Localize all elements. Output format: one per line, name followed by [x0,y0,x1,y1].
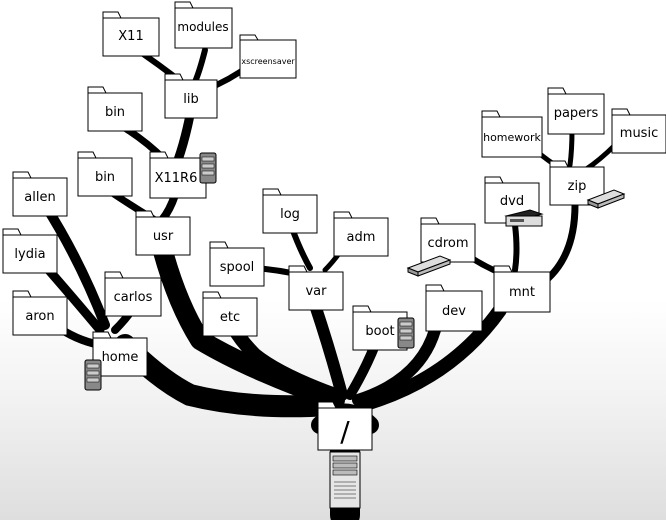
folder-usr[interactable]: usr [135,210,191,256]
folder-modules[interactable]: modules [174,1,233,49]
server-icon [329,451,361,509]
folder-label: boot [365,324,394,339]
folder-label: allen [24,190,55,205]
folder-lydia[interactable]: lydia [2,228,58,274]
folder-spool[interactable]: spool [209,241,265,287]
folder-label: usr [153,229,174,244]
branch-zip-papers [567,127,575,168]
folder-cdrom[interactable]: cdrom [420,217,476,263]
folder-xscreensaver[interactable]: xscreensaver [239,34,297,79]
folder-music[interactable]: music [611,108,666,154]
folder-papers[interactable]: papers [547,87,605,135]
branch-zip-music [582,142,618,173]
folder-log[interactable]: log [262,188,318,234]
folder-label: X11R6 [155,171,198,186]
branch-root-mnt [355,303,507,412]
branch-var-log [289,225,313,271]
folder-label: log [280,207,300,222]
folder-var[interactable]: var [288,265,344,311]
folder-label: zip [568,179,587,194]
folder-label: adm [347,230,376,245]
cdrom-drive-icon [406,255,452,277]
folder-x11[interactable]: X11 [102,11,160,57]
folder-bin-mid[interactable]: bin [77,151,133,197]
folder-label: mnt [509,285,535,300]
folder-label: papers [554,106,599,121]
folder-aron[interactable]: aron [12,290,68,336]
folder-label: dev [442,304,466,319]
folder-homework[interactable]: homework [481,110,543,158]
branch-usr-x11r6 [158,191,179,224]
folder-lib[interactable]: lib [164,73,218,119]
branch-mnt-dvd [512,222,520,273]
hard-disk-icon [84,359,102,391]
root-label: / [340,415,350,448]
folder-adm[interactable]: adm [333,211,389,257]
folder-label: home [102,350,139,365]
folder-label: xscreensaver [241,57,295,66]
folder-label: etc [220,310,240,325]
folder-label: dvd [500,194,524,209]
folder-label: music [620,126,658,141]
branch-home-allen [40,200,110,330]
folder-label: modules [177,20,228,34]
branch-x11r6-lib [173,110,195,165]
hard-disk-icon [397,317,415,349]
folder-label: carlos [114,290,153,305]
devices [84,152,626,509]
folder-label: aron [25,309,54,324]
folder-label: lydia [14,247,45,262]
folder-allen[interactable]: allen [12,171,68,217]
folder-carlos[interactable]: carlos [104,271,162,317]
folder-label: cdrom [427,236,468,251]
folder-etc[interactable]: etc [202,291,258,337]
folder-label: bin [105,105,125,120]
folder-x11r6[interactable]: X11R6 [149,151,207,199]
folder-label: bin [95,170,115,185]
folder-zip[interactable]: zip [549,160,605,206]
branch-lib-modules [192,47,208,85]
folder-label: X11 [118,29,143,44]
folder-bin-top[interactable]: bin [87,86,143,132]
branch-root-home [114,334,341,418]
folder-root[interactable]: / [317,401,373,451]
zip-drive-icon [586,189,626,209]
folder-home[interactable]: home [92,331,148,377]
hard-disk-icon [199,152,217,184]
branch-root-boot [345,340,380,400]
folder-mnt[interactable]: mnt [493,265,551,313]
folders: X11 modules xscreensaver lib bin [2,1,666,451]
folder-label: var [305,284,327,299]
folder-label: homework [483,131,541,144]
folder-label: lib [183,92,198,107]
folder-dev[interactable]: dev [425,284,483,332]
dvd-drive-icon [504,209,544,227]
folder-label: spool [220,260,255,275]
branch-root-var [309,299,348,401]
